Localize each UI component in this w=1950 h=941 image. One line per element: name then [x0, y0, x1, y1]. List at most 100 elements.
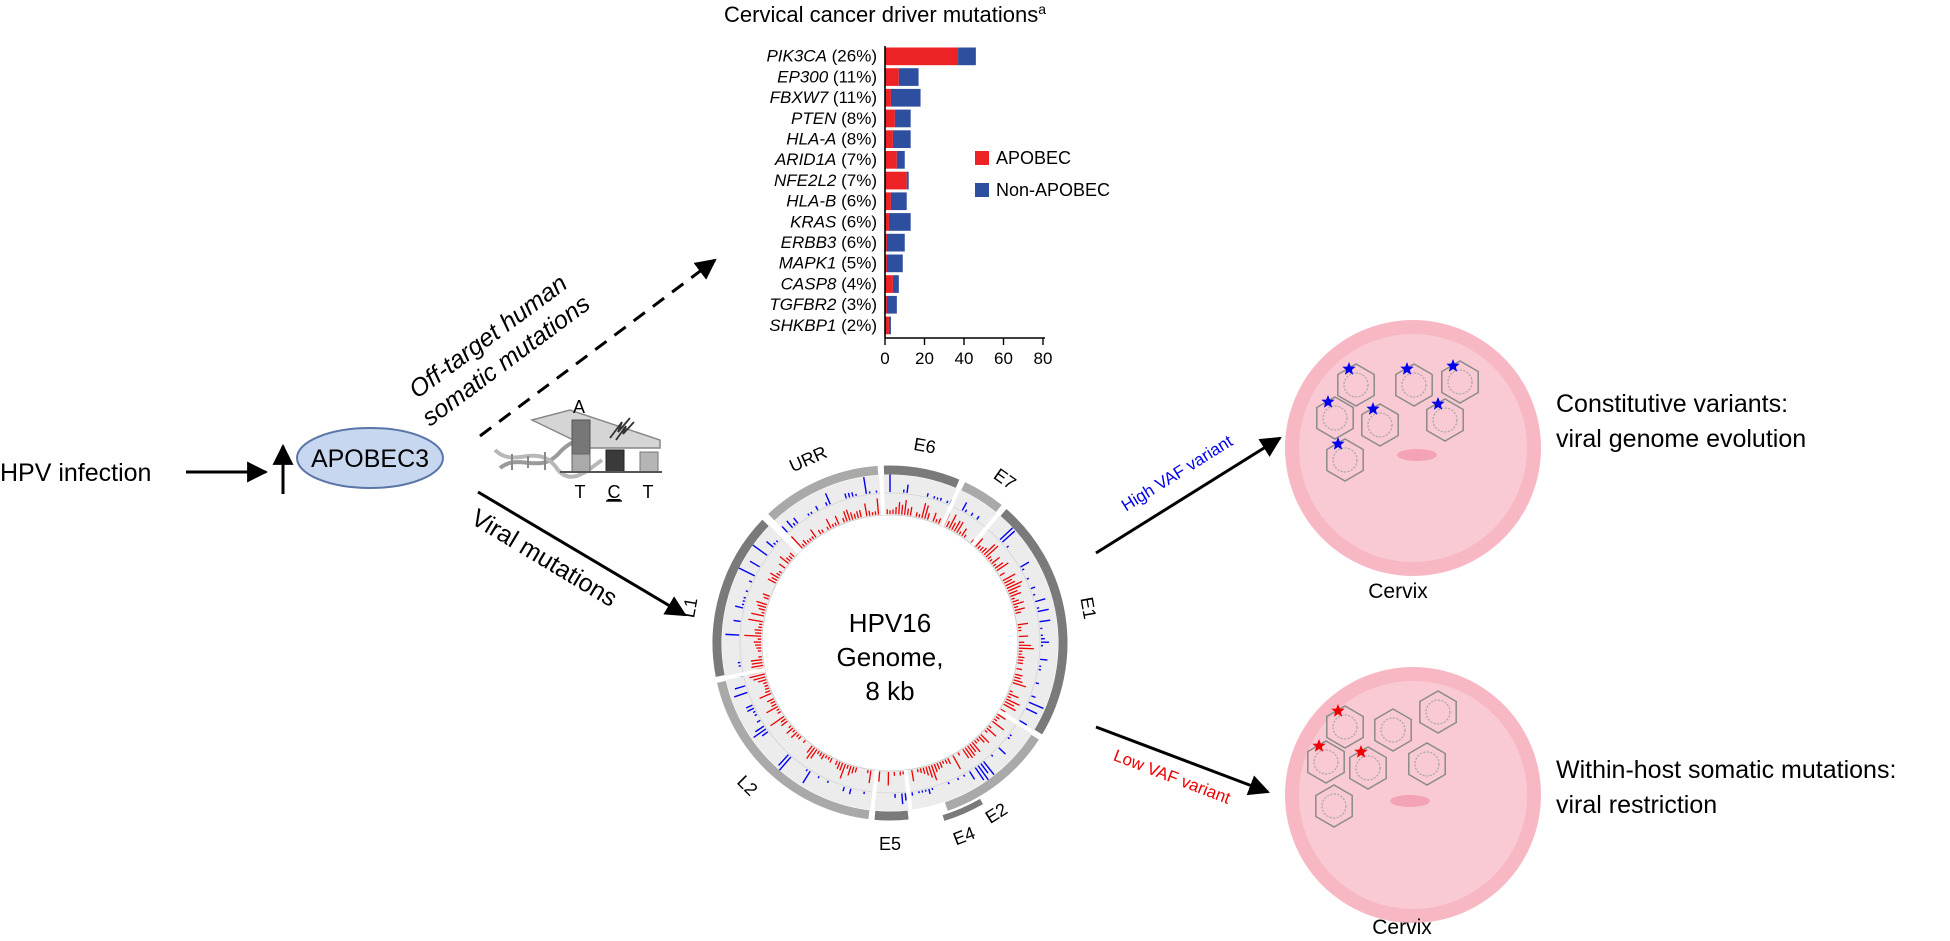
gene-label-casp8: CASP8 (4%) [781, 274, 877, 293]
high-vaf-mark [1022, 569, 1024, 570]
gene-label-erbb3: ERBB3 (6%) [781, 233, 877, 252]
high-vaf-mark [743, 601, 745, 602]
driver-mutation-chart: Cervical cancer driver mutationsa PIK3CA… [724, 1, 1110, 368]
genome-center-line2: Genome, [837, 642, 944, 672]
high-vaf-mark [818, 776, 819, 778]
high-vaf-mark [1036, 683, 1039, 684]
bar-arid1a-apobec [885, 151, 897, 169]
chart-legend: APOBEC Non-APOBEC [975, 148, 1110, 200]
cervix-bottom-os [1390, 795, 1430, 807]
gene-label-l1: L1 [678, 596, 701, 619]
cervix-bottom [1285, 667, 1541, 923]
bar-ep300-apobec [885, 68, 899, 86]
high-vaf-mark [806, 769, 807, 771]
high-vaf-mark [744, 597, 746, 598]
bar-hla-b-apobec [885, 192, 891, 210]
high-vaf-mark [948, 782, 949, 784]
bar-casp8-apobec [885, 275, 893, 293]
gene-label-e7: E7 [990, 464, 1020, 493]
gene-label-hla-a: HLA-A (8%) [786, 130, 877, 149]
low-vaf-mark [869, 511, 870, 516]
low-vaf-mark [919, 514, 920, 517]
high-vaf-mark [746, 591, 748, 592]
high-vaf-mark [725, 634, 739, 635]
high-vaf-mark [934, 496, 935, 498]
x-tick-label-0: 0 [880, 349, 889, 368]
high-vaf-mark [827, 781, 828, 783]
high-vaf-mark [932, 788, 933, 790]
low-vaf-mark [1018, 660, 1023, 661]
low-vaf-mark [1018, 657, 1024, 658]
gene-label-shkbp1: SHKBP1 (2%) [769, 316, 877, 335]
x-tick-label-40: 40 [955, 349, 974, 368]
gene-label-e1: E1 [1076, 595, 1100, 620]
low-vaf-mark [899, 502, 900, 514]
x-tick-label-60: 60 [994, 349, 1013, 368]
high-vaf-mark [811, 512, 812, 514]
genome-center-line3: 8 kb [865, 676, 914, 706]
low-vaf-mark [917, 769, 918, 772]
bar-nfe2l2-apobec [885, 172, 907, 190]
low-vaf-mark [879, 772, 880, 782]
bar-kras-non-apobec [889, 213, 911, 231]
gene-label-ep300: EP300 (11%) [777, 67, 877, 86]
high-vaf-mark [940, 498, 941, 501]
high-vaf-mark [991, 755, 992, 756]
gene-label-urr: URR [786, 442, 830, 476]
bar-fbxw7-non-apobec [891, 89, 921, 107]
off-target-label: Off-target human somatic mutations [399, 265, 595, 431]
low-vaf-mark [1017, 663, 1022, 664]
gene-label-group: PIK3CA (26%)EP300 (11%)FBXW7 (11%)PTEN (… [766, 47, 877, 335]
bar-ep300-non-apobec [899, 68, 919, 86]
bar-shkbp1-non-apobec [889, 317, 891, 335]
bar-erbb3-non-apobec [887, 234, 905, 252]
bar-pten-non-apobec [895, 110, 911, 128]
gene-label-tgfbr2: TGFBR2 (3%) [769, 295, 877, 314]
bar-mapk1-non-apobec [887, 255, 903, 273]
gene-label-pik3ca: PIK3CA (26%) [766, 47, 877, 66]
gene-label-hla-b: HLA-B (6%) [786, 192, 877, 211]
high-vaf-mark [964, 775, 965, 777]
cervix-bottom-inner [1299, 681, 1527, 909]
high-vaf-mark [1040, 659, 1047, 660]
gene-label-mapk1: MAPK1 (5%) [779, 254, 877, 273]
high-vaf-mark [1033, 594, 1035, 595]
x-tick-label-20: 20 [915, 349, 934, 368]
bar-arid1a-non-apobec [897, 151, 905, 169]
gene-label-e2: E2 [982, 799, 1011, 828]
hpv-infection-label: HPV infection [0, 459, 151, 487]
bar-casp8-non-apobec [893, 275, 899, 293]
cervix-top-inner [1299, 334, 1527, 562]
high-vaf-mark [907, 485, 908, 493]
bar-hla-a-non-apobec [893, 130, 911, 148]
gene-label-e6: E6 [912, 434, 937, 458]
high-vaf-mark [742, 604, 744, 605]
legend-swatch-non-apobec [975, 183, 989, 197]
legend-label-non-apobec: Non-APOBEC [996, 180, 1110, 200]
base-a-label: A [573, 397, 585, 417]
ring-gap-1 [881, 463, 884, 515]
legend-label-apobec: APOBEC [996, 148, 1071, 168]
x-tick-group: 0 20 40 60 80 [880, 338, 1052, 368]
bar-pik3ca-apobec [885, 48, 958, 66]
bottom-title-line1: Within-host somatic mutations: [1556, 756, 1896, 784]
base-t1-label: T [575, 482, 586, 502]
genome-center-line1: HPV16 [849, 608, 931, 638]
high-vaf-mark [927, 493, 928, 496]
low-vaf-mark [868, 770, 869, 773]
x-tick-label-80: 80 [1034, 349, 1053, 368]
bar-hla-b-non-apobec [891, 192, 907, 210]
legend-swatch-apobec [975, 151, 989, 165]
high-vaf-mark [902, 794, 903, 805]
base-t2-label: T [643, 482, 654, 502]
low-vaf-mark [916, 512, 917, 516]
gene-label-fbxw7: FBXW7 (11%) [770, 88, 877, 107]
base-c-label: C [608, 482, 621, 502]
dna-deamination-icon: A T C T [495, 397, 662, 502]
gene-label-kras: KRAS (6%) [790, 212, 877, 231]
chart-title: Cervical cancer driver mutationsa [724, 1, 1046, 27]
bar-nfe2l2-non-apobec [907, 172, 909, 190]
top-title-line1: Constitutive variants: [1556, 390, 1788, 418]
